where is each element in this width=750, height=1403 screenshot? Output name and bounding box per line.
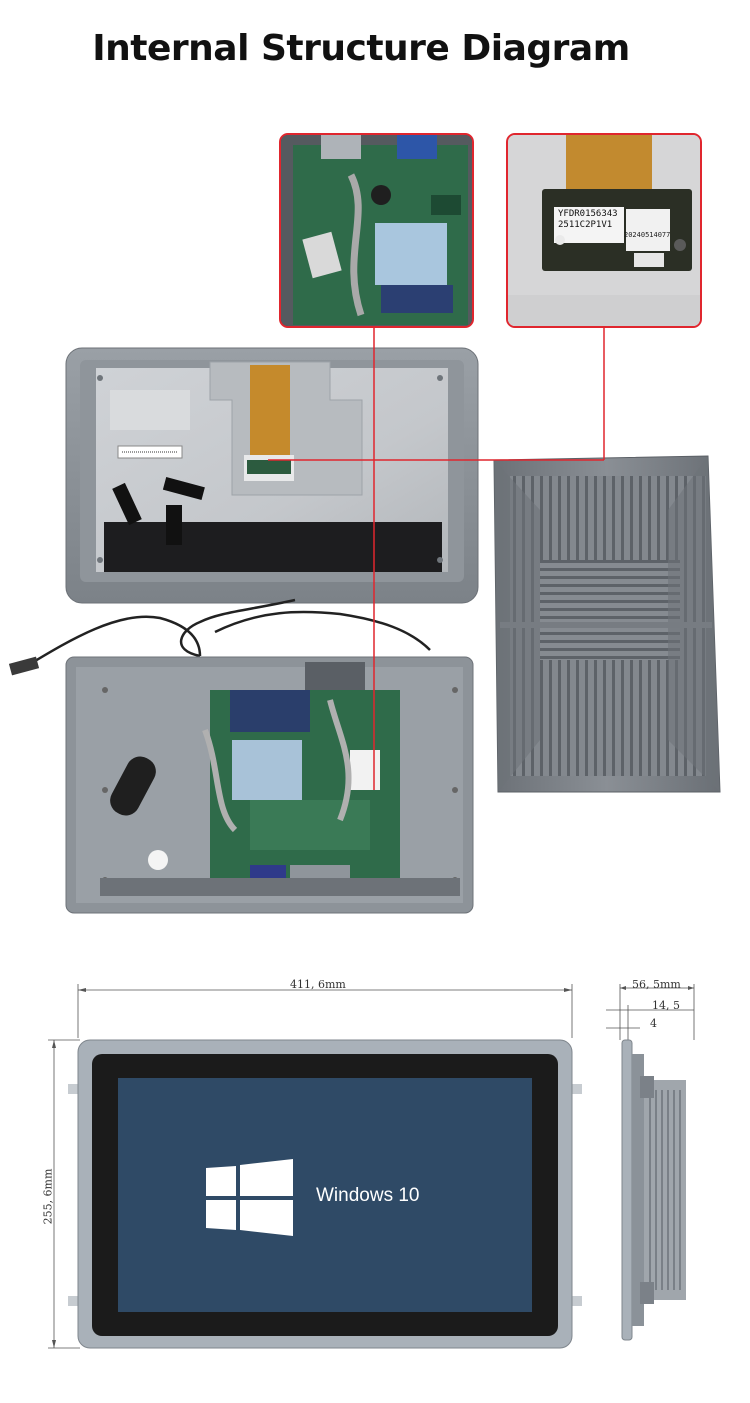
- height-dimension-label: 255, 6mm: [41, 1168, 55, 1225]
- screen-os-label: Windows 10: [316, 1185, 420, 1206]
- depth-b-dimension-label: 14, 5: [652, 999, 680, 1012]
- ssd-label-line2: 2511C2P1V1: [558, 220, 613, 230]
- mainboard-zoom-inset: [279, 133, 474, 328]
- windows-logo-icon: [206, 1159, 293, 1236]
- callout-lines: [268, 326, 605, 790]
- ssd-date-label: 20240514077: [624, 231, 671, 239]
- width-dimension-label: 411, 6mm: [290, 978, 346, 991]
- page-title: Internal Structure Diagram: [92, 28, 630, 69]
- depth-c-dimension-label: 4: [650, 1017, 657, 1030]
- ssd-photo: [508, 135, 700, 326]
- ssd-label-line1: YFDR0156343: [558, 209, 618, 219]
- ssd-label: YFDR0156343 2511C2P1V1: [558, 209, 618, 231]
- exploded-view-diagram: [8, 326, 721, 914]
- depth-dimension-label: 56, 5mm: [632, 978, 681, 991]
- mainboard-photo: [281, 135, 472, 326]
- rear-chassis-with-mainboard: [65, 656, 474, 914]
- side-view-monitor: [621, 1039, 686, 1341]
- lcd-panel-assembly: [65, 347, 479, 604]
- dimension-drawing: [48, 984, 695, 1349]
- heatsink-back-cover: [493, 455, 721, 793]
- ssd-zoom-inset: YFDR0156343 2511C2P1V1 20240514077: [506, 133, 702, 328]
- cable-harness: [29, 598, 431, 666]
- front-view-monitor: [68, 1039, 582, 1349]
